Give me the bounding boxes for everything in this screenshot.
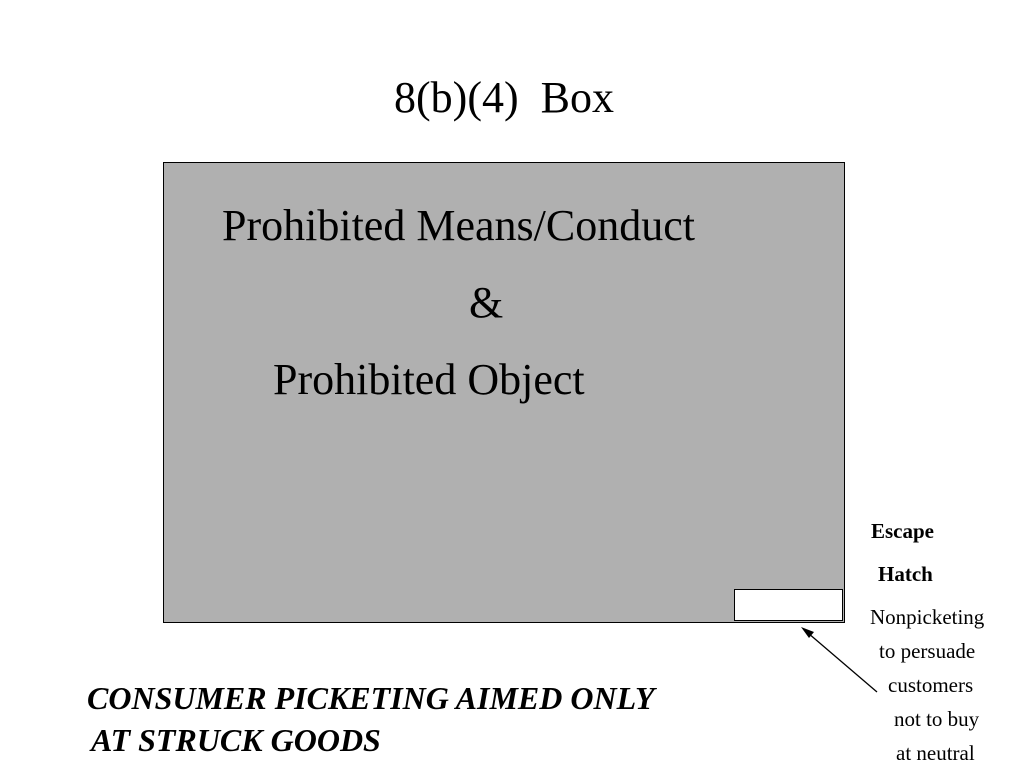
arrow-line	[807, 632, 878, 693]
escape-hatch-box	[734, 589, 843, 621]
escape-hatch-label-1: Escape	[871, 519, 934, 543]
escape-hatch-label-2: Hatch	[878, 562, 933, 586]
escape-note-line: not to buy	[894, 707, 980, 731]
arrow-head	[801, 627, 814, 638]
box-line-ampersand: &	[469, 278, 504, 327]
prohibited-box: Prohibited Means/Conduct & Prohibited Ob…	[163, 162, 845, 623]
escape-note-line: at neutral	[896, 741, 975, 765]
box-line-object: Prohibited Object	[273, 355, 585, 404]
escape-note-line: to persuade	[879, 639, 976, 663]
caption-line-2: AT STRUCK GOODS	[91, 722, 381, 758]
slide-title: 8(b)(4) Box	[394, 73, 614, 122]
box-line-means-conduct: Prohibited Means/Conduct	[222, 201, 695, 250]
escape-note-line: Nonpicketing	[870, 605, 985, 629]
escape-note-line: customers	[888, 673, 974, 697]
caption-line-1: CONSUMER PICKETING AIMED ONLY	[87, 680, 655, 716]
